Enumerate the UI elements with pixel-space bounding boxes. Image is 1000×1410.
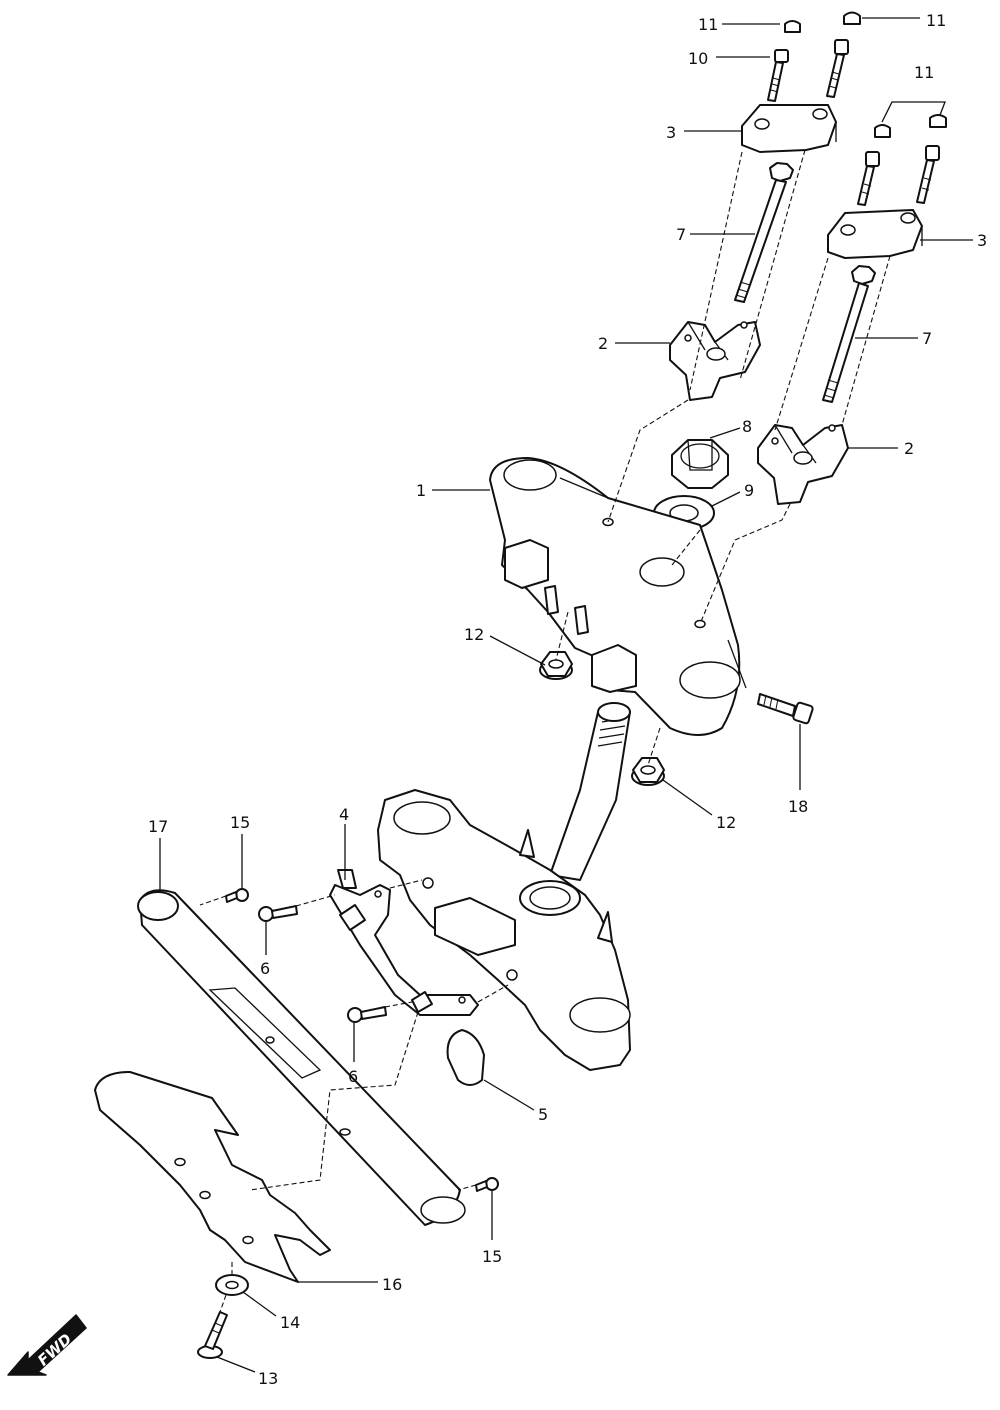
callout-6-upper: 6 <box>260 959 270 978</box>
callout-3-left: 3 <box>666 123 676 142</box>
fork-cover-16 <box>94 1071 331 1283</box>
assembly-guide-lines <box>199 149 891 1313</box>
callout-10: 10 <box>688 49 708 68</box>
fwd-direction-badge: FWD <box>7 1314 87 1376</box>
callout-7-left: 7 <box>676 225 686 244</box>
callout-18: 18 <box>788 797 808 816</box>
stem-nut-8 <box>671 439 729 489</box>
bolt-10-right <box>826 39 849 98</box>
callout-13: 13 <box>258 1369 278 1388</box>
cap-11-mid-left <box>874 124 891 138</box>
screw-6-lower <box>347 1006 387 1023</box>
bolt-mid-left <box>857 151 880 206</box>
cap-11-top-left <box>784 20 801 33</box>
screw-13 <box>197 1311 228 1359</box>
callout-9: 9 <box>744 481 754 500</box>
callout-16: 16 <box>382 1275 402 1294</box>
callout-6-lower: 6 <box>348 1067 358 1086</box>
fork-tube-17 <box>137 889 466 1226</box>
leader-lines <box>159 17 973 1373</box>
flange-nut-12-upper <box>539 651 573 680</box>
callout-2-right: 2 <box>904 439 914 458</box>
upper-holder-right <box>827 209 923 259</box>
callout-labels: 11 11 10 11 3 3 7 7 2 2 8 1 9 12 12 18 1… <box>148 11 987 1388</box>
callout-7-right: 7 <box>922 329 932 348</box>
lower-holder-right <box>757 424 849 505</box>
callout-12-lower: 12 <box>716 813 736 832</box>
callout-11-top-left: 11 <box>698 15 718 34</box>
callout-12-upper: 12 <box>464 625 484 644</box>
bracket-4 <box>329 869 479 1016</box>
lower-holder-left <box>669 321 761 401</box>
callout-15-upper: 15 <box>230 813 250 832</box>
screw-15-lower <box>475 1177 499 1192</box>
callout-5: 5 <box>538 1105 548 1124</box>
callout-1: 1 <box>416 481 426 500</box>
cap-11-mid-right <box>929 114 947 128</box>
long-bolt-7-left <box>734 162 794 303</box>
cable-clamp-5 <box>446 1029 485 1086</box>
steering-stem <box>549 702 631 881</box>
bottom-bracket <box>377 789 631 1071</box>
callout-3-right: 3 <box>977 231 987 250</box>
upper-holder-left <box>741 104 837 153</box>
long-bolt-7-right <box>822 265 876 403</box>
callout-2-left: 2 <box>598 334 608 353</box>
fwd-arrow-icon <box>7 1314 87 1376</box>
callout-15-lower: 15 <box>482 1247 502 1266</box>
callout-14: 14 <box>280 1313 300 1332</box>
top-bridge-1 <box>489 457 747 736</box>
bolt-10-left <box>767 49 789 102</box>
callout-11-top-right: 11 <box>926 11 946 30</box>
pinch-bolt-18 <box>757 693 814 725</box>
callout-8: 8 <box>742 417 752 436</box>
callout-11-group: 11 <box>914 63 934 82</box>
flange-nut-12-lower <box>631 757 665 786</box>
cap-11-top-right <box>843 11 861 25</box>
screw-15-upper <box>225 888 249 903</box>
callout-17: 17 <box>148 817 168 836</box>
screw-6-upper <box>258 905 298 922</box>
bolt-mid-right <box>916 145 940 204</box>
callout-4: 4 <box>339 805 349 824</box>
